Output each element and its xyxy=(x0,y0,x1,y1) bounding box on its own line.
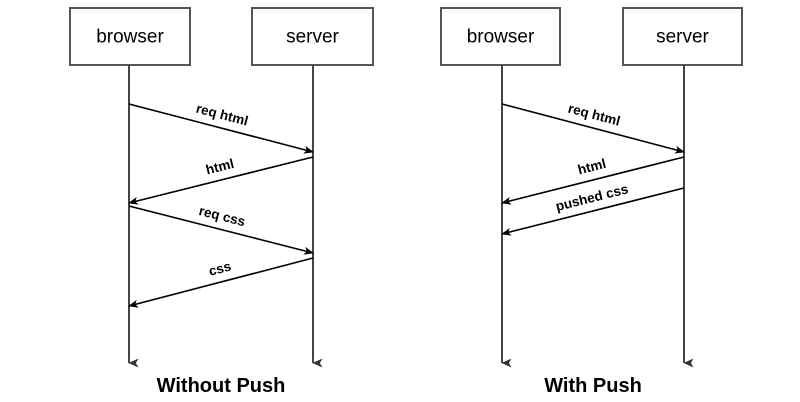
diagram-without-push: browser server req html html req css cssWitho… xyxy=(69,7,374,397)
message-arrow xyxy=(128,156,314,205)
message-label: html xyxy=(576,156,607,178)
participant-with-push-server[interactable]: server xyxy=(622,7,743,368)
participant-box-server[interactable] xyxy=(622,7,743,66)
diagram-caption-with-push: With Push xyxy=(544,375,642,397)
message-with-push-0: req html xyxy=(501,101,685,154)
participant-without-push-server[interactable]: server xyxy=(251,7,374,368)
participant-label-server: server xyxy=(286,27,339,48)
participant-box-browser[interactable] xyxy=(69,7,191,66)
message-arrow xyxy=(128,103,314,154)
participant-box-browser[interactable] xyxy=(440,7,561,66)
message-label: html xyxy=(204,156,235,177)
message-without-push-1: html xyxy=(128,156,314,205)
message-label: req html xyxy=(566,101,621,129)
message-arrow xyxy=(128,205,314,255)
message-arrow xyxy=(501,103,685,154)
message-label: css xyxy=(207,259,233,279)
message-arrow xyxy=(501,156,685,205)
diagram-caption-without-push: Without Push xyxy=(157,375,286,397)
message-with-push-2: pushed css xyxy=(501,181,685,236)
participant-without-push-browser[interactable]: browser xyxy=(69,7,191,368)
message-without-push-0: req html xyxy=(128,101,314,154)
message-without-push-2: req css xyxy=(128,203,314,255)
participant-with-push-browser[interactable]: browser xyxy=(440,7,561,368)
participant-label-server: server xyxy=(656,27,709,48)
participant-box-server[interactable] xyxy=(251,7,374,66)
message-arrow xyxy=(128,257,314,308)
message-with-push-1: html xyxy=(501,156,685,205)
message-arrow xyxy=(501,187,685,236)
diagram-with-push: browser server req html html pushed cssWith … xyxy=(440,7,743,397)
message-label: req html xyxy=(194,101,249,129)
message-without-push-3: css xyxy=(128,257,314,308)
participant-label-browser: browser xyxy=(96,27,164,48)
participant-label-browser: browser xyxy=(467,27,535,48)
